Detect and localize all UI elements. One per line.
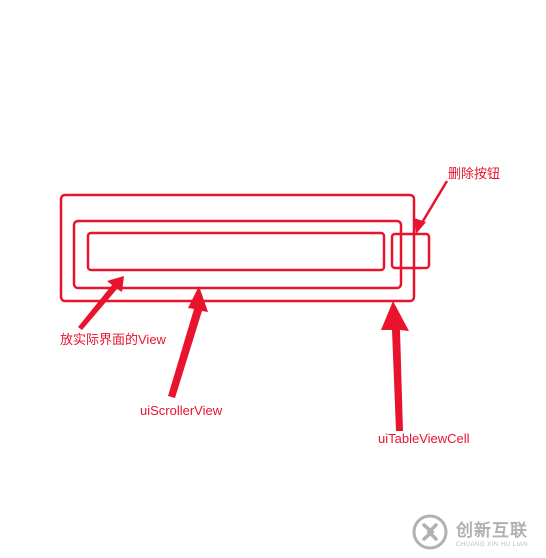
watermark-main-text: 创新互联 xyxy=(456,521,528,541)
watermark-logo-icon xyxy=(412,514,448,550)
content-view-arrow xyxy=(78,276,124,330)
watermark: 创新互联 CHUANG XIN HU LIAN xyxy=(404,506,546,558)
delete-button-box xyxy=(390,232,431,270)
scroll-view-label: uiScrollerView xyxy=(140,403,223,418)
scroll-view-box xyxy=(72,219,403,290)
watermark-sub-text: CHUANG XIN HU LIAN xyxy=(456,542,529,548)
content-view-label: 放实际界面的View xyxy=(60,332,166,347)
delete-button-label: 删除按钮 xyxy=(448,166,501,181)
scroll-view-arrow xyxy=(168,286,208,398)
content-view-box xyxy=(86,231,386,272)
delete-button-arrow xyxy=(414,180,449,234)
table-view-cell-arrow xyxy=(381,301,409,431)
table-view-cell-box xyxy=(59,193,416,303)
table-view-cell-label: uiTableViewCell xyxy=(378,431,470,446)
